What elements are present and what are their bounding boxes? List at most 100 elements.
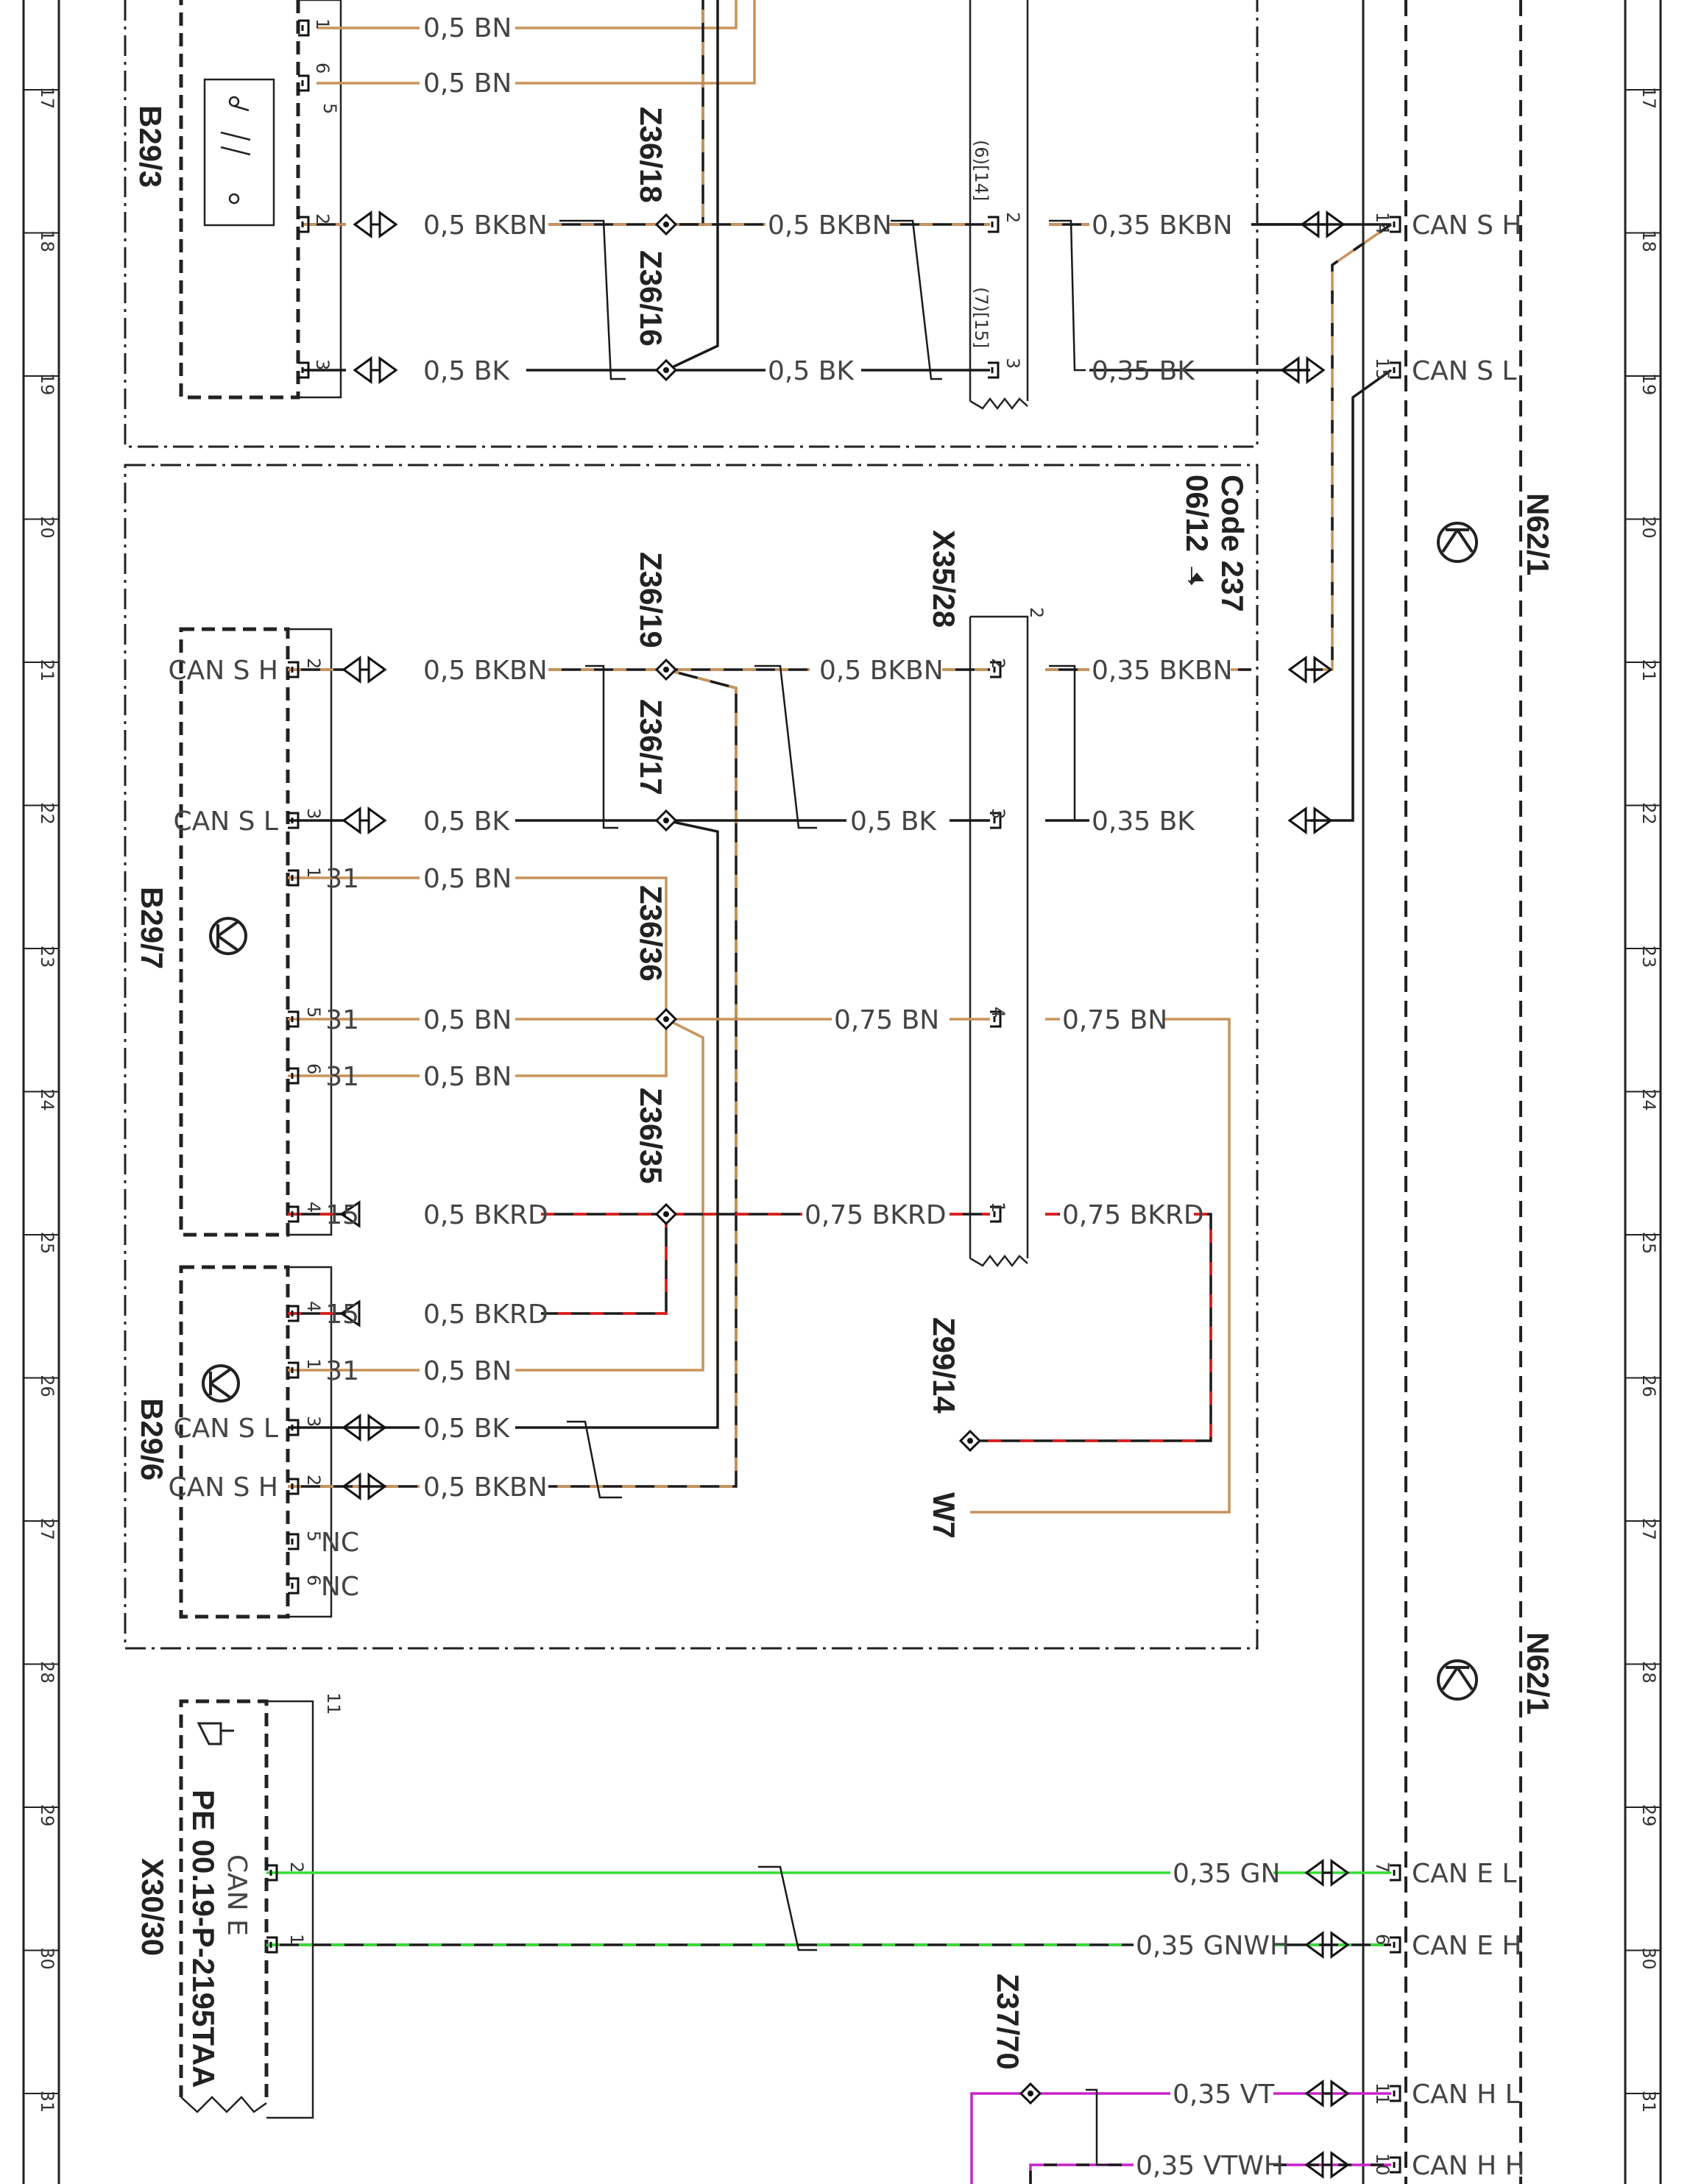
- sensor-icon-n62-top: [1437, 522, 1478, 563]
- pin-number: 2: [286, 1862, 307, 1873]
- wire-23-down: [515, 1018, 704, 1372]
- row-number-left: 25: [37, 1232, 57, 1255]
- row-number-left: 29: [37, 1804, 57, 1827]
- pin-number: 2: [303, 1475, 324, 1486]
- pin-tick: [288, 1478, 300, 1495]
- wire-can-sh-bus-stripe: [1231, 223, 1392, 671]
- pin-number: 1: [988, 1202, 1008, 1213]
- pin-function-label: 31: [325, 1062, 359, 1092]
- pin-number: 3: [988, 808, 1008, 819]
- connector-single: [339, 1300, 361, 1327]
- splice-dot: [967, 1438, 973, 1444]
- wire-label: 0,35 GNWH: [1136, 1931, 1290, 1961]
- wire-label: 0,5 BN: [423, 864, 512, 894]
- splice-label: Z36/18: [634, 107, 668, 203]
- row-number-left: 22: [37, 802, 57, 825]
- pin-function-label: 15: [325, 1200, 359, 1230]
- pin-tick: [298, 19, 310, 37]
- wire-label: 0,5 BK: [768, 356, 855, 386]
- twist-marker: [1086, 2088, 1111, 2166]
- pin-function-label: 15: [325, 1300, 359, 1330]
- hand-icon: [197, 1722, 234, 1745]
- row-number-right: 31: [1638, 2091, 1659, 2113]
- row-number-right: 20: [1638, 516, 1659, 539]
- group-frames: [124, 0, 1365, 2184]
- wire-label: 0,35 BKBN: [1092, 656, 1233, 686]
- row-number-right: 21: [1638, 659, 1659, 682]
- pin-tick: [266, 1936, 278, 1954]
- pin-tick: [990, 1010, 1002, 1028]
- twist-marker: [758, 1865, 817, 1951]
- twist-marker: [585, 664, 618, 829]
- row-number-left: 18: [37, 230, 57, 252]
- pin-tick: [288, 869, 300, 887]
- pin-number: 3: [312, 359, 333, 370]
- wire-31b-stripe: [1029, 2163, 1391, 2184]
- pin-number: 4: [988, 1007, 1008, 1018]
- twist-marker: [891, 219, 942, 380]
- wire-label: 0,5 BK: [423, 1414, 510, 1444]
- row-number-right: 22: [1638, 802, 1659, 825]
- wire-label: 0,5 BN: [423, 1356, 512, 1386]
- pin-tick: [990, 661, 1002, 678]
- connector-housings: [266, 0, 1029, 2119]
- wire-label: 0,5 BN: [423, 68, 512, 99]
- pin-number: 5: [303, 1531, 324, 1542]
- row-number-left: 27: [37, 1518, 57, 1541]
- wire-label: 0,75 BKRD: [805, 1200, 947, 1230]
- row-number-right: 30: [1638, 1947, 1659, 1970]
- pin-number: 3: [303, 808, 324, 819]
- splice-label: Z36/19: [634, 552, 668, 648]
- wire-label: 0,5 BKBN: [768, 210, 892, 241]
- pin-number: 10: [1372, 2153, 1393, 2176]
- pin-tick: [288, 1067, 300, 1085]
- pin-tick: [988, 361, 1000, 379]
- pin-number: 2: [1026, 607, 1047, 618]
- pin-number: (7)[15]: [971, 287, 991, 348]
- wire-label: 0,5 BKBN: [819, 656, 944, 686]
- pin-tick: [288, 1361, 300, 1379]
- pin-tick: [288, 1577, 300, 1595]
- wire-21-down-stripe: [548, 668, 738, 1488]
- splice-dot: [663, 1016, 669, 1022]
- wire-label: 0,5 BKRD: [423, 1300, 548, 1330]
- pin-ticks: [266, 19, 1401, 2174]
- splice-z37-70: Z37/70: [991, 1974, 1025, 2070]
- code-date: 06/12 →: [1180, 475, 1215, 592]
- wire-24: [288, 1019, 668, 1077]
- wire-label: 0,5 BN: [423, 1005, 512, 1035]
- row-number-right: 18: [1638, 230, 1659, 252]
- wire-25-down-stripe: [541, 1214, 668, 1315]
- pin-tick: [1390, 2085, 1401, 2102]
- wires: [266, 0, 1393, 2184]
- row-number-left: 19: [37, 373, 57, 396]
- n62-dashed-border: [1404, 0, 1522, 2184]
- wire-label: 0,35 BK: [1092, 806, 1195, 837]
- twist-marker: [754, 664, 817, 829]
- twist-marker: [1049, 664, 1086, 822]
- pin-number: 2: [1003, 212, 1023, 223]
- row-number-right: 28: [1638, 1661, 1659, 1684]
- pin-number: 4: [303, 1202, 324, 1213]
- pin-function-label: NC: [321, 1528, 359, 1558]
- pin-number: 2: [988, 658, 1008, 669]
- row-number-left: 24: [37, 1088, 57, 1111]
- wire-22b: [288, 876, 668, 1019]
- wire-label: 0,5 BK: [850, 806, 937, 837]
- wire-label: 0,5 BKRD: [423, 1200, 548, 1230]
- pin-tick: [990, 1205, 1002, 1223]
- component-x35-28: X35/28: [927, 530, 961, 628]
- pin-number: 2: [312, 213, 333, 224]
- wire-label: 0,5 BKBN: [423, 1472, 548, 1503]
- pin-function-label: 31: [325, 1356, 359, 1386]
- pin-function-label: 31: [325, 864, 359, 894]
- row-number-right: 29: [1638, 1804, 1659, 1827]
- pin-function-label: NC: [321, 1572, 359, 1602]
- row-number-left: 26: [37, 1375, 57, 1397]
- pin-function-label: CAN S H: [168, 656, 278, 686]
- component-boxes: [179, 0, 300, 2097]
- sensor-icon-b29-6: [202, 1364, 240, 1403]
- row-number-left: 20: [37, 516, 57, 539]
